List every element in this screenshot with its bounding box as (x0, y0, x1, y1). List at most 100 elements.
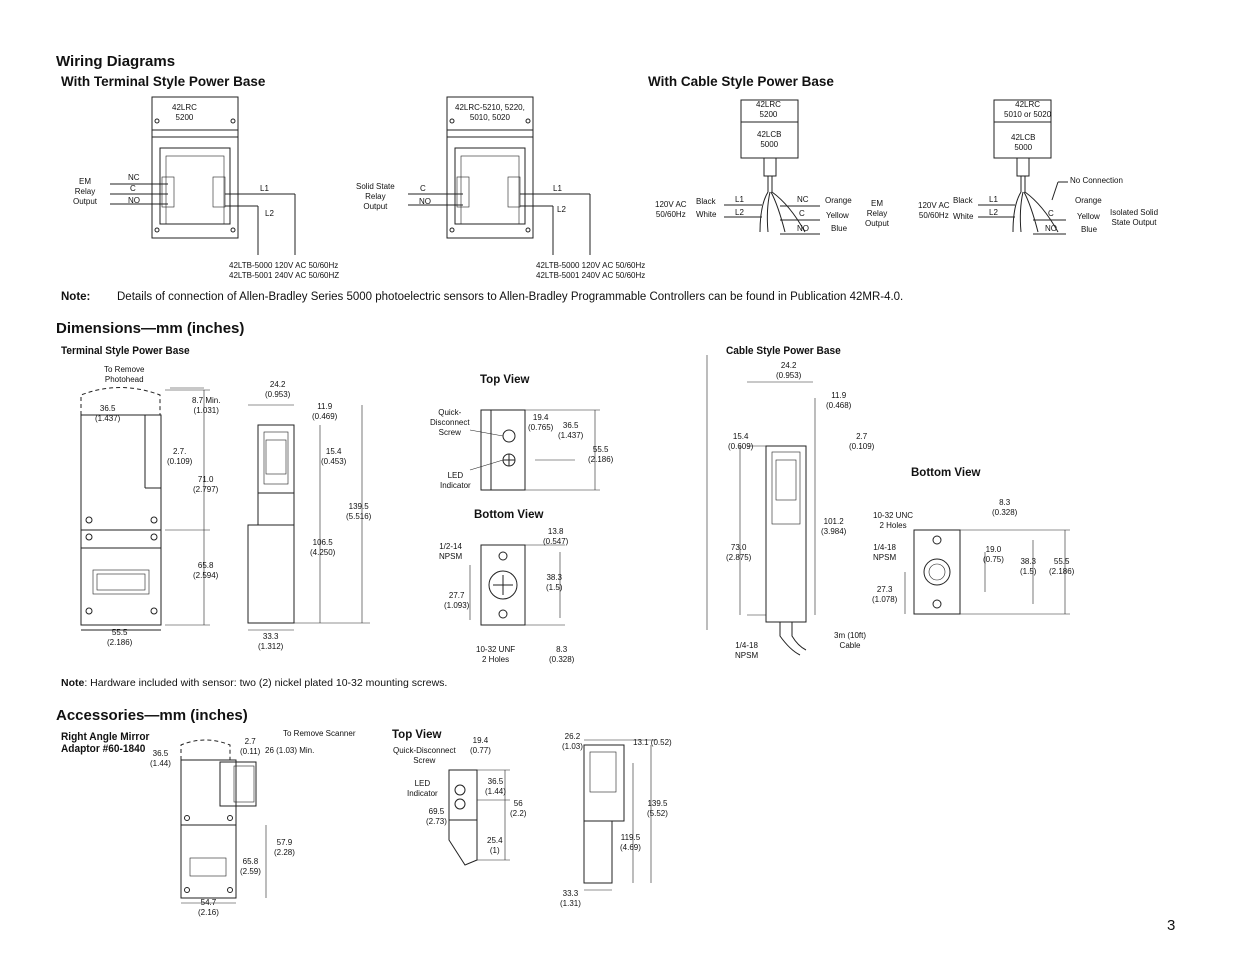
w4-model: 42LRC 5010 or 5020 (1004, 100, 1052, 119)
dim-bottom-view (469, 544, 565, 626)
acc-top-view (448, 769, 510, 866)
d5-f: 73.0 (2.875) (726, 543, 752, 562)
d6-npsm: 1/4-18 NPSM (873, 543, 897, 562)
a1-a: 2.7 (0.11) (240, 737, 261, 756)
w3-nc: NC (797, 195, 809, 204)
a2-title: Top View (392, 729, 442, 741)
d2-e: 139.5 (5.516) (346, 502, 372, 521)
section-title-wiring: Wiring Diagrams (56, 53, 176, 70)
a2-qd: Quick-Disconnect Screw (393, 746, 456, 765)
d5-e: 101.2 (3.984) (821, 517, 847, 536)
dim-cable-title: Cable Style Power Base (726, 345, 841, 357)
a1-c: 36.5 (1.44) (150, 749, 171, 768)
d2-c: 15.4 (0.453) (321, 447, 347, 466)
a1-f: 54.7 (2.16) (198, 898, 219, 917)
w3-supply: 120V AC 50/60Hz (655, 200, 687, 219)
a3-a: 26.2 (1.03) (562, 732, 583, 751)
d4-b: 38.3 (1.5) (546, 573, 563, 592)
w3-yellow: Yellow (826, 211, 849, 220)
note2-text: : Hardware included with sensor: two (2)… (84, 677, 448, 689)
d6-c: 38.3 (1.5) (1020, 557, 1037, 576)
w2-ss: Solid State Relay Output (356, 182, 395, 211)
d5-cable: 3m (10ft) Cable (834, 631, 867, 650)
d4-a: 13.8 (0.547) (543, 527, 569, 546)
a3-b: 13.1 (0.52) (633, 738, 672, 747)
d3-qd: Quick- Disconnect Screw (430, 408, 470, 437)
w1-no: NO (128, 196, 140, 205)
d5-d: 2.7 (0.109) (849, 432, 875, 451)
w3-l1: L1 (735, 195, 744, 204)
d1-e: 65.8 (2.594) (193, 561, 219, 580)
dim-top-view (469, 409, 600, 491)
w3-no: NO (797, 224, 809, 233)
wiring-diagram-cable-iso (978, 99, 1068, 235)
d5-c: 15.4 (0.609) (728, 432, 754, 451)
w3-l2: L2 (735, 208, 744, 217)
wiring-diagram-terminal-em (110, 96, 296, 255)
w1-em: EM Relay Output (73, 177, 98, 206)
w3-white: White (696, 210, 717, 219)
w2-c: C (420, 184, 426, 193)
a3-d: 119.5 (4.69) (620, 833, 641, 852)
d6-b: 19.0 (0.75) (983, 545, 1004, 564)
a2-e: 25.4 (1) (487, 836, 503, 855)
a2-a: 19.4 (0.77) (470, 736, 491, 755)
w4-l2: L2 (989, 208, 998, 217)
w1-ratings: 42LTB-5000 120V AC 50/60Hz 42LTB-5001 24… (229, 261, 340, 280)
note2: Note: Hardware included with sensor: two… (61, 677, 447, 689)
a2-led: LED Indicator (407, 779, 438, 798)
d6-e: 27.3 (1.078) (872, 585, 898, 604)
note2-label: Note (61, 677, 85, 689)
d4-npsm: 1/2-14 NPSM (439, 542, 463, 561)
dim-cable-bottom-view-title: Bottom View (911, 467, 981, 479)
subtitle-terminal-wiring: With Terminal Style Power Base (61, 74, 266, 89)
acc-side (583, 739, 656, 891)
w3-base: 42LCB 5000 (757, 130, 782, 149)
d6-unc: 10-32 UNC 2 Holes (873, 511, 914, 530)
w4-no: NO (1045, 224, 1057, 233)
a1-d: 57.9 (2.28) (274, 838, 295, 857)
w4-yellow: Yellow (1077, 212, 1100, 221)
w1-l2: L2 (265, 209, 274, 218)
dim-top-view-title: Top View (480, 374, 530, 386)
w1-c: C (130, 184, 136, 193)
d1-a: 36.5 (1.437) (95, 404, 121, 423)
d6-d: 55.5 (2.186) (1049, 557, 1075, 576)
w3-em: EM Relay Output (865, 199, 890, 228)
a2-b: 36.5 (1.44) (485, 777, 506, 796)
d5-a: 24.2 (0.953) (776, 361, 802, 380)
w2-model: 42LRC-5210, 5220, 5010, 5020 (455, 103, 525, 122)
a3-e: 33.3 (1.31) (560, 889, 581, 908)
d2-f: 33.3 (1.312) (258, 632, 284, 651)
w1-model: 42LRC 5200 (172, 103, 197, 122)
a2-c: 56 (2.2) (510, 799, 527, 818)
dim-cable-side (739, 381, 816, 656)
d3-led: LED Indicator (440, 471, 471, 490)
a1-b: 26 (1.03) Min. (265, 746, 315, 755)
d1-f: 55.5 (2.186) (107, 628, 133, 647)
d3-b: 36.5 (1.437) (558, 421, 584, 440)
w2-l1: L1 (553, 184, 562, 193)
d1-remove: To Remove Photohead (104, 365, 145, 384)
w3-black: Black (696, 197, 716, 206)
dim-terminal-side (247, 404, 370, 631)
acc-title: Right Angle Mirror Adaptor #60-1840 (61, 731, 150, 755)
a1-e: 65.8 (2.59) (240, 857, 261, 876)
w3-blue: Blue (831, 224, 848, 233)
subtitle-cable-wiring: With Cable Style Power Base (648, 74, 834, 89)
note1-label: Note: (61, 291, 91, 303)
d4-d: 8.3 (0.328) (549, 645, 575, 664)
section-title-dimensions: Dimensions—mm (inches) (56, 320, 245, 337)
wiring-diagram-terminal-ss (408, 96, 591, 255)
acc-front (180, 739, 267, 904)
a1-remove: To Remove Scanner (283, 729, 356, 738)
w1-l1: L1 (260, 184, 269, 193)
d4-unf: 10-32 UNF 2 Holes (476, 645, 516, 664)
d1-c: 2.7. (0.109) (167, 447, 193, 466)
a3-c: 139.5 (5.52) (647, 799, 668, 818)
note1-text: Details of connection of Allen-Bradley S… (117, 291, 904, 303)
d5-npsm: 1/4-18 NPSM (735, 641, 759, 660)
w1-nc: NC (128, 173, 140, 182)
w4-iso: Isolated Solid State Output (1110, 208, 1159, 227)
